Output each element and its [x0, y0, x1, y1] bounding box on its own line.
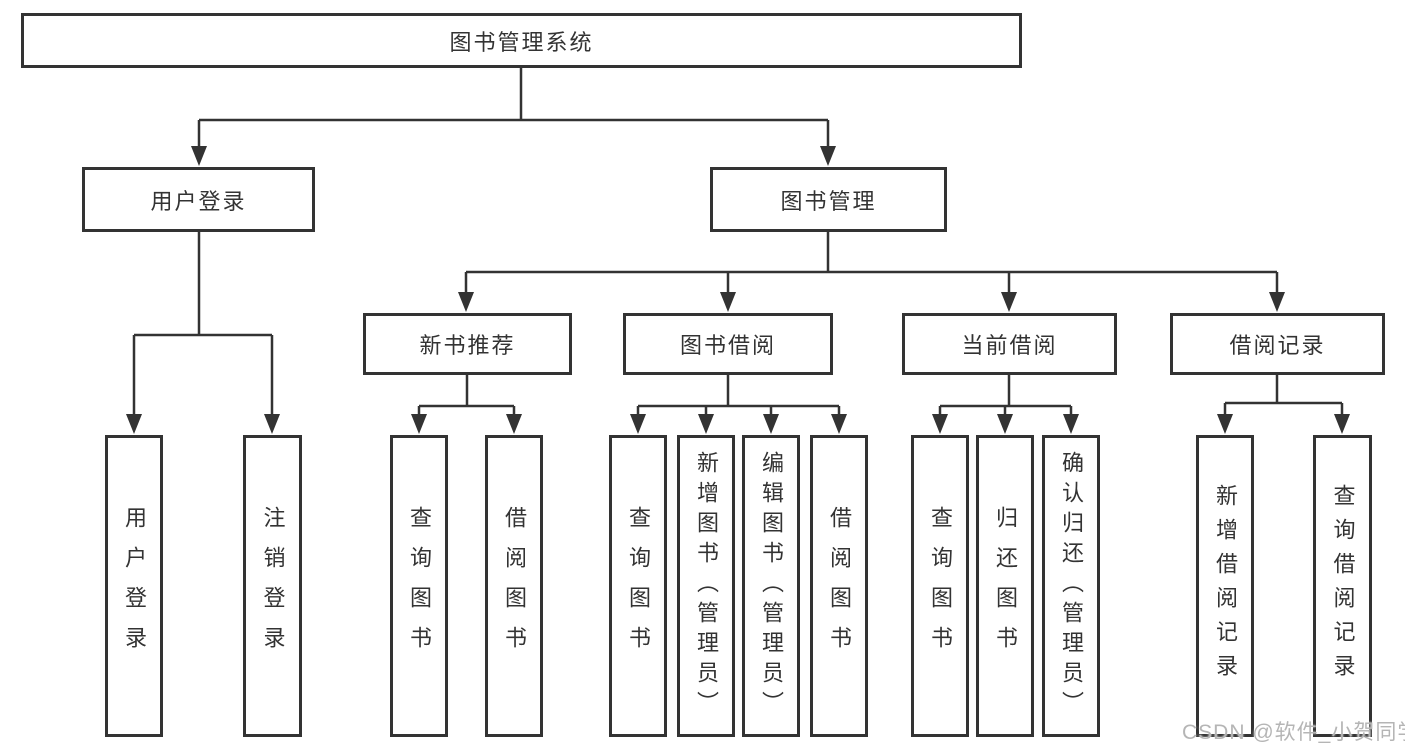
leaf-current-confirm-return-admin: 确认归还（管理员） [1042, 435, 1100, 737]
connector-book-management-children [464, 232, 1279, 296]
arrowhead [831, 414, 847, 434]
connector-root-to-level2 [197, 68, 830, 150]
leaf-label: 查询图书 [407, 506, 432, 666]
node-label: 新书推荐 [419, 333, 516, 358]
arrowhead [126, 414, 142, 434]
arrowhead [1001, 292, 1017, 312]
connector-current-borrow-children [938, 375, 1073, 418]
leaf-logout-login: 注销登录 [243, 435, 302, 737]
arrowhead [720, 292, 736, 312]
arrowhead [264, 414, 280, 434]
leaf-borrow-borrow-books: 借阅图书 [810, 435, 868, 737]
leaf-label: 注销登录 [260, 506, 286, 666]
leaf-records-add-borrow-record: 新增借阅记录 [1196, 435, 1254, 737]
leaf-label: 新增图书（管理员） [694, 451, 719, 721]
node-label: 借阅记录 [1229, 333, 1326, 358]
arrowhead [1334, 414, 1350, 434]
leaf-newbook-query-books: 查询图书 [390, 435, 448, 737]
leaf-newbook-borrow-books: 借阅图书 [485, 435, 543, 737]
leaf-borrow-edit-books-admin: 编辑图书（管理员） [742, 435, 800, 737]
node-book-borrowing: 图书借阅 [623, 313, 833, 375]
connector-new-book-children [417, 375, 516, 418]
arrowhead [411, 414, 427, 434]
node-library-management-system: 图书管理系统 [21, 13, 1022, 68]
node-current-borrowing: 当前借阅 [902, 313, 1117, 375]
arrowhead [191, 146, 207, 166]
leaf-borrow-add-books-admin: 新增图书（管理员） [677, 435, 735, 737]
leaf-label: 新增借阅记录 [1213, 484, 1238, 688]
arrowhead [458, 292, 474, 312]
node-label: 图书管理 [780, 188, 877, 214]
leaf-borrow-query-books: 查询图书 [609, 435, 667, 737]
leaf-label: 用户登录 [122, 506, 147, 666]
leaf-label: 编辑图书（管理员） [759, 451, 784, 721]
arrowhead [1269, 292, 1285, 312]
leaf-user-login: 用户登录 [105, 435, 163, 737]
node-borrowing-records: 借阅记录 [1170, 313, 1385, 375]
arrowhead [997, 414, 1013, 434]
leaf-label: 借阅图书 [827, 506, 852, 666]
leaf-records-query-borrow-record: 查询借阅记录 [1313, 435, 1372, 737]
arrowhead [630, 414, 646, 434]
node-label: 用户登录 [150, 188, 247, 214]
arrowheads [126, 146, 1350, 434]
leaf-label: 确认归还（管理员） [1059, 451, 1084, 721]
arrowhead [698, 414, 714, 434]
arrowhead [1217, 414, 1233, 434]
leaf-label: 查询借阅记录 [1330, 484, 1356, 688]
arrowhead [506, 414, 522, 434]
leaf-label: 查询图书 [626, 506, 651, 666]
leaf-label: 归还图书 [993, 506, 1018, 666]
arrowhead [763, 414, 779, 434]
node-book-management: 图书管理 [710, 167, 947, 232]
node-new-book-recommendation: 新书推荐 [363, 313, 572, 375]
connector-book-borrow-children [636, 375, 841, 418]
arrowhead [820, 146, 836, 166]
node-label: 图书借阅 [679, 333, 776, 358]
node-label: 当前借阅 [961, 333, 1058, 358]
arrowhead [1063, 414, 1079, 434]
leaf-current-return-books: 归还图书 [976, 435, 1034, 737]
leaf-label: 查询图书 [928, 506, 953, 666]
node-label: 图书管理系统 [449, 29, 594, 55]
connector-borrow-records-children [1223, 375, 1344, 418]
node-user-login: 用户登录 [82, 167, 315, 232]
leaf-current-query-books: 查询图书 [911, 435, 969, 737]
arrowhead [932, 414, 948, 434]
connector-user-login-children [132, 232, 274, 418]
csdn-watermark: CSDN @软件_小贺同学 [1182, 721, 1405, 744]
leaf-label: 借阅图书 [502, 506, 527, 666]
